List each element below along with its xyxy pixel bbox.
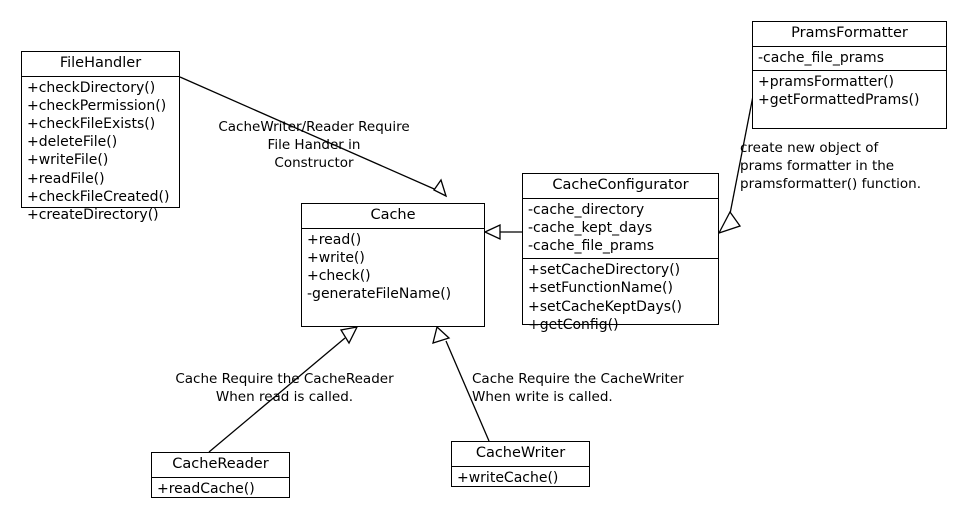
member: -generateFileName()	[307, 286, 452, 303]
hollow-triangle-arrowhead	[433, 178, 448, 198]
class-box-pramsformatter[interactable]: PramsFormatter -cache_file_prams +pramsF…	[752, 21, 947, 129]
member: -cache_file_prams	[758, 49, 884, 66]
hollow-triangle-arrowhead	[432, 325, 451, 344]
class-methods-pramsformatter: +pramsFormatter() +getFormattedPrams()	[753, 71, 946, 128]
note-filehandler-requirement: CacheWriter/Reader Require File Hander i…	[218, 119, 410, 171]
class-name-cache: Cache	[302, 204, 484, 229]
class-box-filehandler[interactable]: FileHandler +checkDirectory() +checkPerm…	[21, 51, 180, 223]
member: +checkDirectory()	[27, 79, 156, 96]
class-methods-cachereader: +readCache()	[152, 478, 289, 501]
member: +deleteFile()	[27, 134, 118, 151]
class-box-cachereader[interactable]: CacheReader +readCache()	[151, 452, 290, 498]
member: +checkFileExists()	[27, 116, 156, 133]
member: +writeCache()	[457, 469, 559, 486]
member: -cache_kept_days	[528, 219, 653, 236]
class-name-cachereader: CacheReader	[152, 453, 289, 478]
class-name-cachewriter: CacheWriter	[452, 442, 589, 467]
member: +checkPermission()	[27, 97, 167, 114]
hollow-triangle-arrowhead	[483, 223, 501, 241]
class-methods-filehandler: +checkDirectory() +checkPermission() +ch…	[22, 77, 179, 228]
member: +write()	[307, 249, 365, 266]
note-cachewriter-requirement: Cache Require the CacheWriter When write…	[472, 371, 684, 405]
class-box-cachewriter[interactable]: CacheWriter +writeCache()	[451, 441, 590, 487]
class-box-cacheconfigurator[interactable]: CacheConfigurator -cache_directory -cach…	[522, 173, 719, 333]
member: +readFile()	[27, 170, 105, 187]
member: +pramsFormatter()	[758, 73, 895, 90]
member: +getConfig()	[528, 316, 619, 333]
class-methods-cacheconfigurator: +setCacheDirectory() +setFunctionName() …	[523, 259, 718, 337]
class-box-cache[interactable]: Cache +read() +write() +check() -generat…	[301, 203, 485, 327]
class-attributes-pramsformatter: -cache_file_prams	[753, 47, 946, 71]
member: +setFunctionName()	[528, 280, 673, 297]
edge-cacheconfigurator-to-cache	[483, 223, 522, 241]
member: +checkFileCreated()	[27, 188, 170, 205]
note-cachereader-requirement: Cache Require the CacheReader When read …	[175, 371, 394, 405]
class-name-pramsformatter: PramsFormatter	[753, 22, 946, 47]
member: +setCacheDirectory()	[528, 262, 681, 279]
member: +read()	[307, 231, 362, 248]
member: +readCache()	[157, 480, 255, 497]
class-methods-cache: +read() +write() +check() -generateFileN…	[302, 229, 484, 326]
member: +writeFile()	[27, 152, 109, 169]
member: +getFormattedPrams()	[758, 92, 920, 109]
member: -cache_file_prams	[528, 238, 654, 255]
member: +setCacheKeptDays()	[528, 298, 682, 315]
member: +check()	[307, 268, 371, 285]
hollow-triangle-arrowhead	[717, 210, 742, 235]
hollow-triangle-arrowhead	[339, 326, 359, 345]
class-name-filehandler: FileHandler	[22, 52, 179, 77]
class-attributes-cacheconfigurator: -cache_directory -cache_kept_days -cache…	[523, 199, 718, 260]
class-methods-cachewriter: +writeCache()	[452, 467, 589, 490]
class-name-cacheconfigurator: CacheConfigurator	[523, 174, 718, 199]
member: -cache_directory	[528, 201, 645, 218]
member: +createDirectory()	[27, 206, 159, 223]
note-pramsformatter-usage: create new object of prams formatter in …	[740, 140, 922, 192]
